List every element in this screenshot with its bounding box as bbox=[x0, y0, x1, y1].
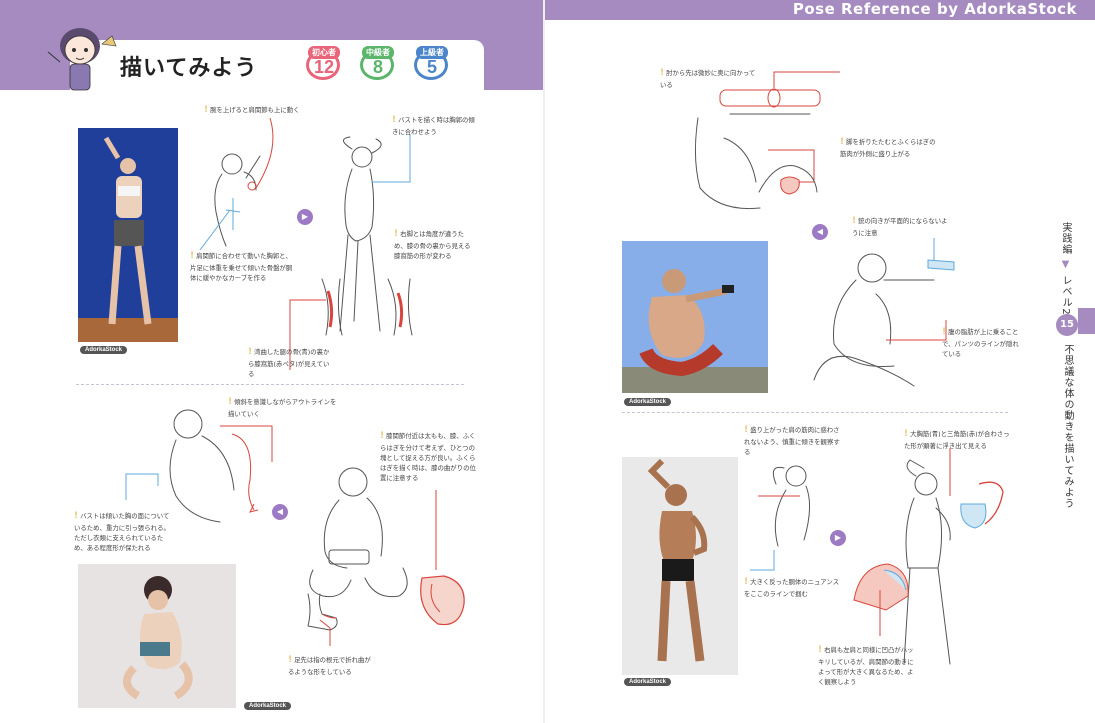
photo-woman-crouching bbox=[78, 564, 236, 708]
sketch-crouch-outline bbox=[125, 409, 273, 523]
note-text: 肩関節に合わせて動いた胸郭と、片足に体重を乗せて傾いた骨盤が胴体に緩やかなカーブ… bbox=[190, 252, 293, 282]
note-calf: !脚を折りたたむとふくらはぎの筋肉が外側に盛り上がる bbox=[840, 137, 936, 158]
next-step-arrow: ◀ bbox=[812, 224, 828, 240]
sketch-foot-detail bbox=[307, 593, 338, 631]
callout-lines-bottom-right bbox=[879, 448, 951, 636]
level-count: 12 bbox=[313, 57, 335, 77]
note-text: 大きく反った胴体のニュアンスをここのラインで掴む bbox=[744, 578, 840, 598]
note-bust-gravity: !バストは傾いた胸の面についているため、重力に引っ張られる。ただし衣類に支えられ… bbox=[74, 511, 170, 552]
level-beginner: 初心者 12 bbox=[302, 40, 346, 84]
sketch-man-kneeling-gun bbox=[813, 238, 955, 387]
note-right-shoulder: !右肩も左肩と同様に凹凸がハッキリしているが、肩関節の動きによって形が大きく異な… bbox=[818, 645, 914, 686]
level-intermediate: 中級者 8 bbox=[356, 40, 400, 84]
header-band-right: Pose Reference by AdorkaStock bbox=[544, 0, 1095, 20]
photo-credit: AdorkaStock bbox=[80, 346, 128, 354]
side-chapter-label: 実践編 bbox=[1060, 222, 1071, 255]
note-text: 肘から先は微妙に奥に向かっている bbox=[660, 69, 756, 89]
sketch-torso-side bbox=[750, 465, 810, 571]
note-knee-mass: !膝関節付近は太もも、膝、ふくらはぎを分けて考えず、ひとつの塊として捉える方が良… bbox=[380, 431, 476, 482]
note-text: 傾斜を意識しながらアウトラインを描いていく bbox=[228, 398, 337, 418]
note-shoulder-tilt: !盛り上がった肩の筋肉に惑わされないよう、慎重に傾きを観察する bbox=[744, 425, 840, 456]
sketch-knee-shape bbox=[420, 575, 465, 626]
sketch-woman-crouch bbox=[309, 467, 408, 598]
note-bust: !バストを描く時は胸郭の傾きに合わせよう bbox=[392, 115, 475, 136]
sketch-man-kneel-top bbox=[694, 71, 840, 210]
note-torso-nuance: !大きく反った胴体のニュアンスをここのラインで掴む bbox=[744, 577, 840, 598]
level-advanced: 上級者 5 bbox=[410, 40, 454, 84]
note-outline: !傾斜を意識しながらアウトラインを描いていく bbox=[228, 397, 337, 418]
note-torso-curve: !肩関節に合わせて動いた胸郭と、片足に体重を乗せて傾いた骨盤が胴体に緩やかなカー… bbox=[190, 251, 293, 282]
sketch-woman-full bbox=[339, 136, 382, 332]
section-divider bbox=[76, 384, 464, 385]
sketch-arm-detail bbox=[853, 563, 909, 611]
note-knee-angle: !右脚とは角度が違うため、膝の骨の裏から見える膝窩筋の形が変わる bbox=[394, 229, 471, 260]
sketch-shoulder-detail bbox=[960, 481, 1004, 529]
note-text: 盛り上がった肩の筋肉に惑わされないよう、慎重に傾きを観察する bbox=[744, 426, 840, 456]
sketch-knee-detail bbox=[321, 278, 413, 336]
note-text: 大胸筋(青)と三角筋(赤)が合わさった形が顕著に浮き出て見える bbox=[904, 430, 1010, 450]
sketch-man-standing bbox=[903, 459, 951, 665]
note-forearm: !肘から先は微妙に奥に向かっている bbox=[660, 68, 756, 89]
next-step-arrow: ▶ bbox=[297, 209, 313, 225]
note-pectoral-deltoid: !大胸筋(青)と三角筋(赤)が合わさった形が顕著に浮き出て見える bbox=[904, 429, 1010, 450]
sketch-calf-detail bbox=[758, 165, 818, 195]
note-toes: !足先は指の根元で折れ曲がるような形をしている bbox=[288, 655, 371, 676]
note-text: 銃の向きが平面的にならないように注意 bbox=[852, 217, 948, 237]
side-tab-marker bbox=[1078, 308, 1095, 334]
note-text: 腕を上げると肩関節も上に動く bbox=[210, 106, 300, 114]
note-belly-fat: !腹の脂肪が上に乗ることで、パンツのラインが隠れている bbox=[942, 327, 1019, 358]
level-count: 5 bbox=[426, 57, 437, 77]
side-chapter-number: 15 bbox=[1056, 314, 1078, 336]
note-text: 腹の脂肪が上に乗ることで、パンツのラインが隠れている bbox=[942, 328, 1019, 358]
photo-man-kneeling-gun bbox=[622, 241, 768, 393]
side-chapter: 実践編 ▼ レベル2 bbox=[1060, 222, 1071, 316]
note-text: 膝関節付近は太もも、膝、ふくらはぎを分けて考えず、ひとつの塊として捉える方が良い… bbox=[380, 432, 476, 482]
page-gutter bbox=[543, 0, 545, 723]
photo-woman-standing bbox=[78, 128, 178, 342]
note-thigh-bone: !湾曲した腿の骨(青)の裏から膝窩筋(赤ペタ)が見えている bbox=[248, 347, 330, 378]
note-text: 右脚とは角度が違うため、膝の骨の裏から見える膝窩筋の形が変わる bbox=[394, 230, 471, 260]
callout-lines-bottom-left bbox=[319, 490, 437, 646]
note-gun-angle: !銃の向きが平面的にならないように注意 bbox=[852, 216, 948, 237]
mascot-illustration bbox=[47, 28, 117, 91]
photo-man-standing bbox=[622, 457, 738, 675]
note-text: バストを描く時は胸郭の傾きに合わせよう bbox=[392, 116, 475, 136]
section-divider bbox=[622, 412, 1008, 413]
page-title: 描いてみよう bbox=[120, 56, 258, 81]
photo-credit: AdorkaStock bbox=[244, 702, 292, 710]
note-text: 足先は指の根元で折れ曲がるような形をしている bbox=[288, 656, 371, 676]
next-step-arrow: ◀ bbox=[272, 504, 288, 520]
photo-credit: AdorkaStock bbox=[624, 398, 672, 406]
note-text: バストは傾いた胸の面についているため、重力に引っ張られる。ただし衣類に支えられて… bbox=[74, 512, 170, 552]
next-step-arrow: ▶ bbox=[830, 530, 846, 546]
level-count: 8 bbox=[372, 57, 383, 77]
photo-credit: AdorkaStock bbox=[624, 678, 672, 686]
note-text: 脚を折りたたむとふくらはぎの筋肉が外側に盛り上がる bbox=[840, 138, 936, 158]
callout-lines-top-left bbox=[199, 117, 411, 370]
side-level-label: レベル2 bbox=[1060, 275, 1071, 316]
brand-title: Pose Reference by AdorkaStock bbox=[792, 0, 1077, 18]
note-arm-raise: !腕を上げると肩関節も上に動く bbox=[204, 105, 300, 115]
note-text: 右肩も左肩と同様に凹凸がハッキリしているが、肩関節の動きによって形が大きく異なる… bbox=[818, 646, 914, 686]
side-subtitle: 不思議な体の動きを描いてみよう bbox=[1062, 344, 1073, 509]
note-text: 湾曲した腿の骨(青)の裏から膝窩筋(赤ペタ)が見えている bbox=[248, 348, 330, 378]
